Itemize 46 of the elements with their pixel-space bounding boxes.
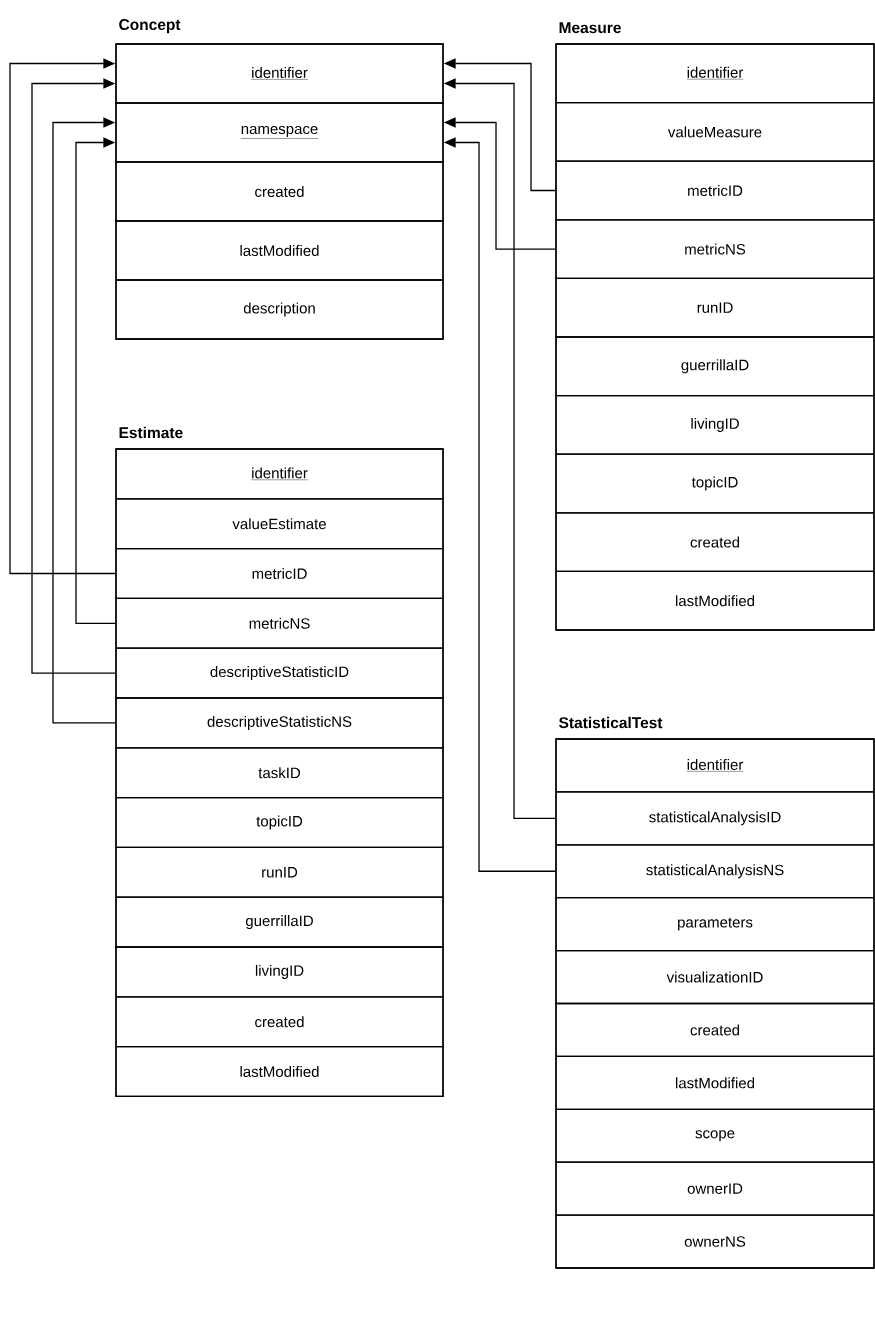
table-row: valueEstimate <box>115 498 444 550</box>
table-row: metricID <box>555 160 875 221</box>
table-row: lastModified <box>555 1055 875 1110</box>
table-row: guerrillaID <box>115 896 444 948</box>
table-row: metricNS <box>555 219 875 280</box>
table-row: topicID <box>555 453 875 514</box>
node-label: Measure <box>559 22 621 34</box>
table-row: statisticalAnalysisNS <box>555 844 875 899</box>
table-row: statisticalAnalysisID <box>555 791 875 846</box>
table-row: identifier <box>555 43 875 104</box>
table-row: identifier <box>115 448 444 500</box>
table-row: topicID <box>115 796 444 849</box>
table-row: metricNS <box>115 597 444 649</box>
table-row: taskID <box>115 747 444 799</box>
table-row: livingID <box>555 394 875 455</box>
table-row: created <box>555 512 875 573</box>
arrow <box>9 58 116 575</box>
table-row: lastModified <box>115 220 444 281</box>
table-row: metricID <box>115 547 444 600</box>
arrow <box>31 78 116 674</box>
node-label: Estimate <box>119 426 183 439</box>
table-row: livingID <box>115 946 444 998</box>
table-row: parameters <box>555 897 875 952</box>
table-row: ownerID <box>555 1161 875 1216</box>
table-row: lastModified <box>115 1045 444 1098</box>
node-label: StatisticalTest <box>559 716 663 729</box>
table-row: scope <box>555 1108 875 1163</box>
table-row: created <box>115 996 444 1048</box>
table-row: ownerNS <box>555 1214 875 1269</box>
arrow <box>52 117 116 724</box>
table-row: created <box>555 1002 875 1058</box>
table-row: lastModified <box>555 570 875 631</box>
arrow <box>75 137 116 624</box>
table-row: description <box>115 279 444 340</box>
table-row: identifier <box>555 738 875 793</box>
node-label: Concept <box>119 19 181 34</box>
table-row: valueMeasure <box>555 101 875 162</box>
table-row: runID <box>115 846 444 898</box>
table-row: namespace <box>115 102 444 163</box>
table-row: created <box>115 161 444 222</box>
table-row: descriptiveStatisticNS <box>115 697 444 749</box>
table-row: runID <box>555 277 875 338</box>
table-row: visualizationID <box>555 949 875 1005</box>
table-row: identifier <box>115 43 444 104</box>
table-row: guerrillaID <box>555 336 875 397</box>
table-row: descriptiveStatisticID <box>115 647 444 699</box>
